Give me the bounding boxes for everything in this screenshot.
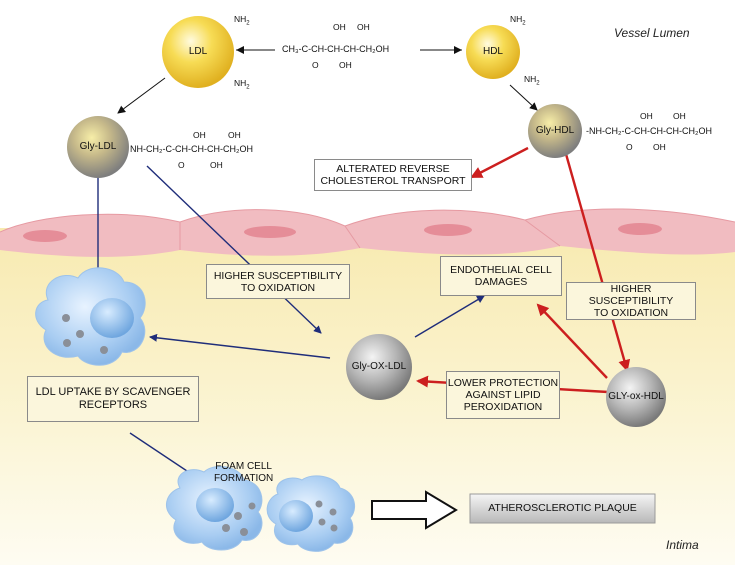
arrow-glyldl-oxidation [146, 165, 322, 334]
ldl-particle [162, 16, 234, 88]
arrow-uptake-foam [129, 432, 197, 478]
gly-ox-hdl-particle [606, 367, 666, 427]
ldl-adduct-oh-3: OH [210, 160, 223, 170]
ldl-label: LDL [188, 46, 208, 57]
hdl-particle [466, 25, 520, 79]
hdl-adduct-formula: -NH-CH₂-C-CH-CH-CH-CH₂OH [586, 126, 712, 136]
foam-cell-left [166, 465, 263, 551]
hdl-adduct-oh-3: OH [653, 142, 666, 152]
arrow-glyhdl-oxhdl [564, 153, 631, 372]
ldl-adduct-oh-1: OH [193, 130, 206, 140]
gly-hdl-particle [528, 104, 582, 158]
glucose-oh-3: OH [339, 60, 352, 70]
gly-hdl-label: Gly-HDL [535, 125, 575, 136]
arrow-ldl-glyldl [117, 77, 166, 114]
arrow-glyhdl-reverse [470, 146, 529, 179]
arrow-oxhdl-endothelial [536, 303, 608, 379]
hdl-adduct-o: O [626, 142, 633, 152]
endothelium-layer [0, 208, 735, 257]
vessel-lumen-label: Vessel Lumen [614, 26, 690, 40]
foam-cell-right [266, 475, 356, 552]
plaque-box [469, 493, 656, 524]
glucose-oh-2: OH [357, 22, 370, 32]
ldl-adduct-oh-2: OH [228, 130, 241, 140]
plaque-label: ATHEROSCLEROTIC PLAQUE [488, 502, 637, 514]
hdl-nh2-top: NH2 [510, 14, 526, 27]
gly-ox-ldl-label: Gly-OX-LDL [351, 361, 407, 372]
ldl-nh2-bottom: NH2 [234, 78, 250, 91]
gly-ldl-label: Gly-LDL [79, 141, 117, 152]
hdl-nh2-bottom: NH2 [524, 74, 540, 87]
hdl-adduct-oh-2: OH [673, 111, 686, 121]
ldl-nh2-top: NH2 [234, 14, 250, 27]
arrow-hdl-glyhdl [509, 84, 538, 111]
gly-ox-ldl-particle [346, 334, 412, 400]
glucose-o: O [312, 60, 319, 70]
arrow-foam-plaque [371, 490, 458, 530]
arrow-oxldl-macrophage [149, 333, 331, 359]
glucose-formula: CH₃-C-CH-CH-CH-CH₂OH [282, 44, 390, 54]
ldl-adduct-formula: NH-CH₂-C-CH-CH-CH-CH₂OH [130, 144, 253, 154]
gly-ldl-particle [67, 116, 129, 178]
glucose-oh-1: OH [333, 22, 346, 32]
hdl-label: HDL [482, 46, 503, 57]
gly-ox-hdl-label: GLY-ox-HDL [608, 391, 664, 402]
arrow-oxldl-endothelial [414, 295, 485, 338]
ldl-adduct-o: O [178, 160, 185, 170]
hdl-adduct-oh-1: OH [640, 111, 653, 121]
macrophage-cell [35, 267, 146, 366]
intima-label: Intima [666, 538, 699, 552]
